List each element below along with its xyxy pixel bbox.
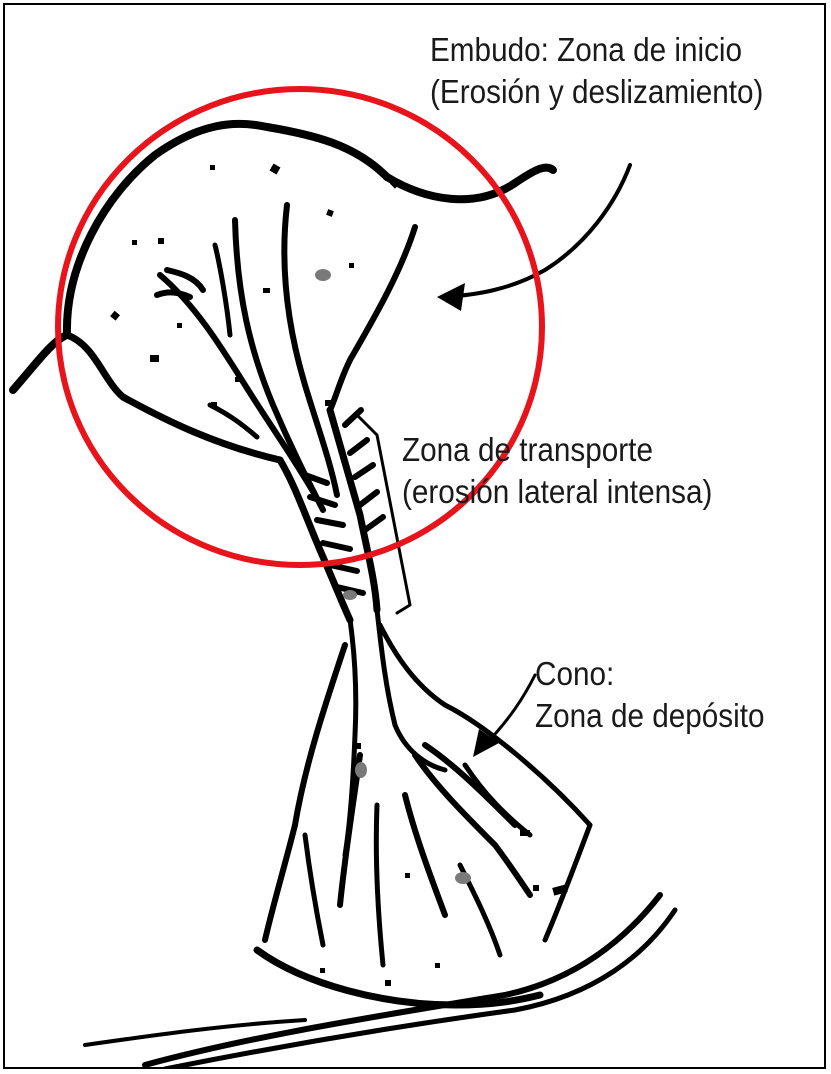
deposit-zone-line-1: Cono:: [535, 653, 765, 695]
gully-3: [160, 275, 315, 495]
transport-zone-line-1: Zona de transporte: [402, 429, 712, 471]
debris-flow-drawing: [5, 5, 826, 1069]
start-zone-line-2: (Erosión y deslizamiento): [430, 71, 763, 113]
catchment-lower-edge: [67, 335, 280, 460]
transport-left-bank: [280, 460, 350, 620]
gully-branch-b: [157, 292, 190, 297]
arrowhead-start: [437, 283, 465, 311]
start-zone-line-1: Embudo: Zona de inicio: [430, 29, 763, 71]
fan-channel-1: [340, 755, 360, 905]
fan-channel-8: [305, 835, 323, 945]
fan-right-edge: [545, 825, 590, 940]
catchment-right-flank: [330, 227, 415, 410]
gully-1: [235, 220, 323, 510]
river-bank-2: [165, 910, 675, 1069]
gully-branch-c: [215, 245, 230, 335]
transport-zone-line-2: (erosión lateral intensa): [402, 471, 712, 513]
fan-channel-3: [405, 795, 445, 915]
transport-zone-label: Zona de transporte (erosión lateral inte…: [402, 429, 712, 513]
gully-branch-d: [210, 405, 257, 437]
river-bank-1: [145, 895, 660, 1065]
diagram-frame: Embudo: Zona de inicio (Erosión y desliz…: [3, 3, 826, 1069]
deposit-zone-label: Cono: Zona de depósito: [535, 653, 765, 737]
river-bank-3: [85, 1020, 305, 1045]
deposit-zone-line-2: Zona de depósito: [535, 695, 765, 737]
fan-left-edge: [265, 645, 345, 940]
fan-channel-2: [376, 805, 383, 965]
start-zone-label: Embudo: Zona de inicio (Erosión y desliz…: [430, 29, 763, 113]
